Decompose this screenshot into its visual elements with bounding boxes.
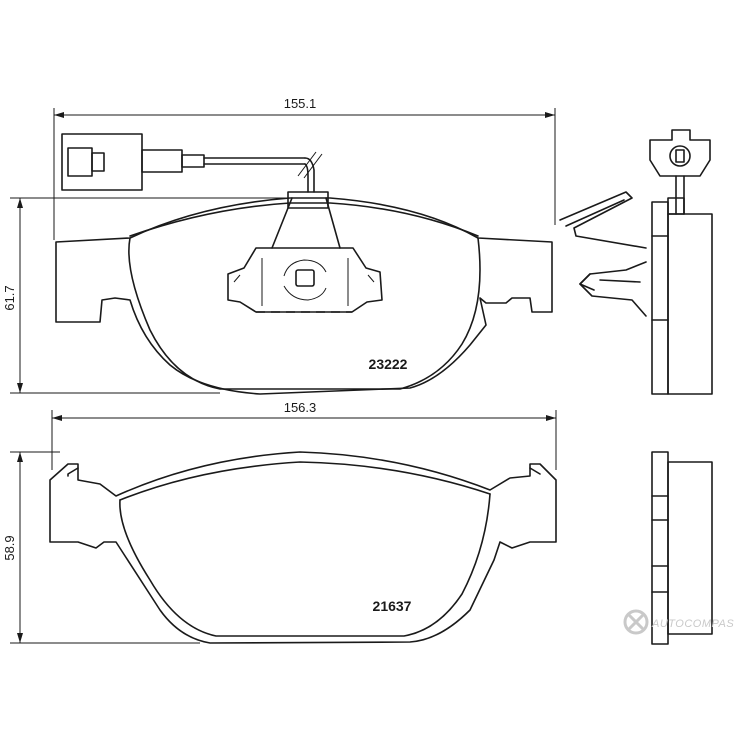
bottom-height-dimension: 58.9 — [2, 451, 200, 644]
top-width-label: 155.1 — [284, 96, 317, 111]
top-height-label: 61.7 — [2, 285, 17, 310]
watermark-text: AUTOCOMPAS — [651, 618, 734, 630]
top-part-number: 23222 — [369, 356, 408, 372]
top-side-view — [559, 129, 713, 395]
bottom-width-label: 156.3 — [284, 400, 317, 415]
bottom-part-number: 21637 — [373, 598, 412, 614]
top-width-dimension: 155.1 — [53, 96, 556, 240]
top-height-dimension: 61.7 — [2, 197, 290, 394]
autocompas-watermark: AUTOCOMPAS — [623, 609, 734, 635]
bottom-brake-pad: 21637 — [49, 451, 557, 644]
wear-sensor — [61, 133, 329, 209]
bottom-width-dimension: 156.3 — [51, 400, 557, 470]
top-brake-pad: 23222 — [55, 197, 553, 395]
bottom-height-label: 58.9 — [2, 535, 17, 560]
bottom-side-view — [651, 451, 713, 645]
autocompas-logo-icon — [623, 609, 649, 635]
